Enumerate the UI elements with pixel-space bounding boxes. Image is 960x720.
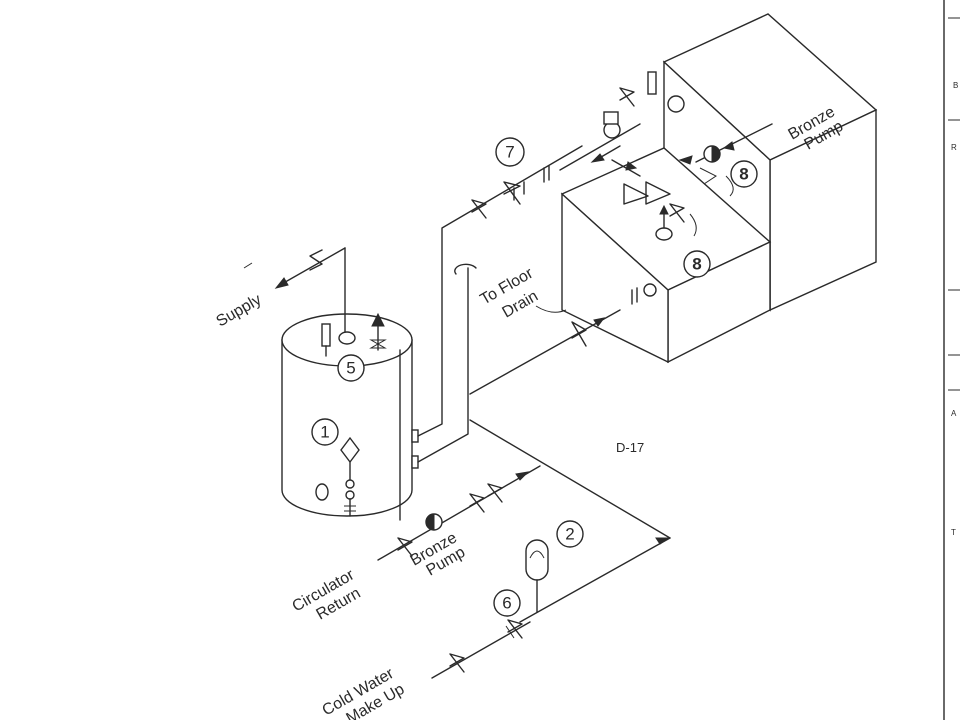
edge-mark: B <box>953 81 958 90</box>
callout-7: 7 <box>495 137 525 167</box>
drain-line <box>469 283 657 395</box>
callout-number: 6 <box>502 594 511 613</box>
storage-tank <box>560 13 878 364</box>
callout-number: 7 <box>505 143 514 162</box>
edge-mark: R <box>951 143 957 152</box>
page-border-strip: B R A T <box>943 0 960 720</box>
callout-number: 2 <box>565 525 574 544</box>
callout-2: 2 <box>556 520 584 548</box>
water-heater <box>281 312 419 517</box>
callout-number: 8 <box>692 255 701 274</box>
hot-riser <box>417 145 583 463</box>
callout-8-upper: 8 <box>730 160 758 188</box>
callout-number: 1 <box>320 423 329 442</box>
callout-6: 6 <box>493 589 521 617</box>
callout-number: 5 <box>346 359 355 378</box>
callout-8-lower: 8 <box>683 250 711 278</box>
callout-1: 1 <box>311 418 339 446</box>
supply-line <box>243 247 346 333</box>
return-and-makeup-lines <box>377 419 671 679</box>
supply-label: Supply <box>214 291 265 330</box>
edge-mark: A <box>951 409 957 418</box>
callout-5: 5 <box>337 354 365 382</box>
callout-number: 8 <box>739 165 748 184</box>
tank-top-connections <box>559 71 773 241</box>
edge-mark: T <box>951 528 956 537</box>
drawing-code: D-17 <box>616 440 644 455</box>
